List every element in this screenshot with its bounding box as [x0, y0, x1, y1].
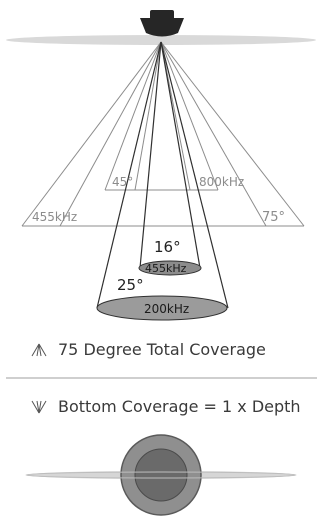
legend-bottom-coverage: Bottom Coverage = 1 x Depth	[30, 397, 301, 416]
narrow-beam-ellipse	[138, 260, 202, 276]
bottom-coverage-label: Bottom Coverage = 1 x Depth	[58, 397, 301, 416]
total-coverage-label: 75 Degree Total Coverage	[58, 340, 266, 359]
water-surface	[6, 35, 316, 45]
label-side-freq: 455kHz	[32, 210, 77, 224]
total-coverage-icon	[31, 343, 47, 356]
boat-cabin	[150, 10, 174, 20]
label-narrow-freq: 455kHz	[145, 262, 187, 275]
label-down-freq: 200kHz	[144, 302, 189, 316]
down-beam-ellipse	[96, 295, 228, 321]
beam-narrow-lines	[96, 41, 229, 309]
label-down-angle: 25°	[117, 276, 144, 294]
boat-icon	[140, 18, 184, 37]
legend-total-coverage: 75 Degree Total Coverage	[30, 340, 266, 359]
bottom-coverage-inner-icon	[134, 448, 188, 502]
bottom-coverage-icon	[31, 400, 47, 413]
legend-divider	[6, 377, 317, 379]
beam-75-lines	[21, 41, 305, 227]
label-narrow-angle: 16°	[154, 238, 181, 256]
bottom-waterline-overlay	[25, 471, 297, 479]
label-side-angle: 75°	[262, 210, 285, 225]
label-wide-freq: 800kHz	[199, 175, 244, 189]
label-wide-angle: 45°	[112, 175, 133, 189]
